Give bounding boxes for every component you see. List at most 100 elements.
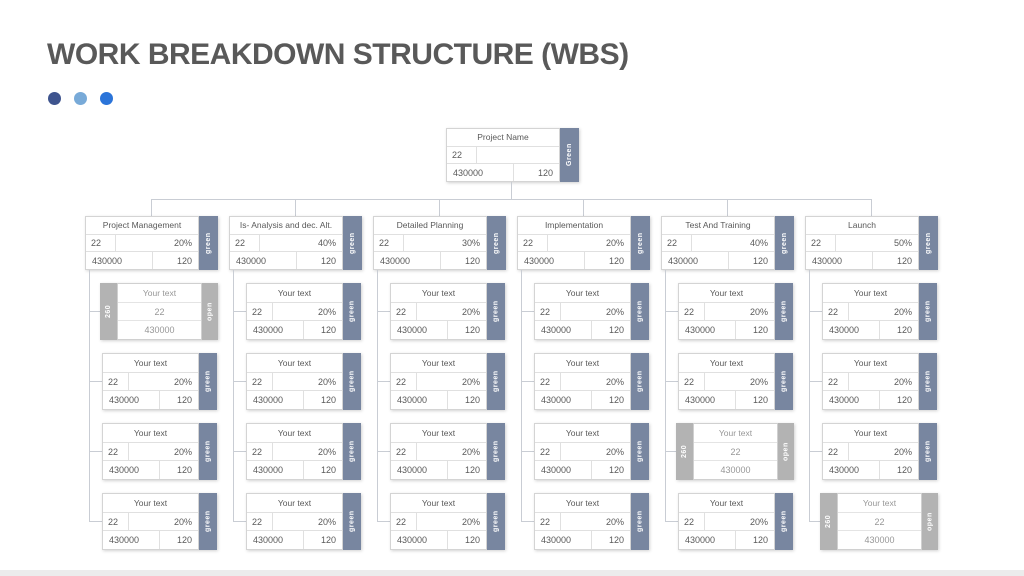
status-tag: green: [343, 283, 361, 340]
node-percent-cell: 40%: [749, 238, 768, 248]
node-id-cell: 22: [823, 442, 849, 461]
node-cost-cell: 430000: [806, 252, 874, 270]
connector-line: [521, 521, 534, 522]
node-days-cell: 120: [176, 465, 192, 476]
connector-line: [233, 521, 246, 522]
node-days-cell: 120: [752, 535, 768, 546]
connector-line: [233, 381, 246, 382]
node-days-cell: 120: [896, 465, 912, 476]
node-days-cell: 120: [608, 465, 624, 476]
node-percent-cell: 20%: [605, 516, 624, 527]
status-tag: green: [487, 216, 506, 270]
node-percent-cell: 20%: [893, 446, 912, 457]
node-title: Your text: [391, 424, 486, 443]
node-cost-cell: 430000: [720, 465, 751, 476]
right-tag: open: [922, 493, 938, 550]
node-cost-cell: 430000: [662, 252, 730, 270]
node-days-cell: 120: [464, 535, 480, 546]
node-cost-cell: 430000: [679, 321, 736, 340]
node-id-cell: 22: [535, 442, 561, 461]
node-days-cell: 120: [896, 325, 912, 336]
node-cost-cell: 430000: [374, 252, 442, 270]
node-id-cell: 22: [118, 303, 201, 322]
connector-line: [809, 311, 822, 312]
node-id-cell: 22: [447, 146, 478, 164]
node-title: Your text: [535, 494, 630, 513]
connector-line: [727, 199, 728, 216]
right-tag: open: [778, 423, 794, 480]
connector-line: [665, 381, 678, 382]
connector-line: [665, 311, 678, 312]
status-tag: green: [487, 353, 505, 410]
node-title: Is- Analysis and dec. Alt.: [230, 217, 342, 235]
node-id-cell: 22: [374, 234, 405, 252]
node-percent-cell: 20%: [605, 306, 624, 317]
node-days-cell: 120: [608, 395, 624, 406]
node-days-cell: 120: [752, 325, 768, 336]
node-days-cell: 120: [896, 395, 912, 406]
node-days-cell: 120: [176, 395, 192, 406]
node-days-cell: 120: [320, 465, 336, 476]
node-id-cell: 22: [823, 302, 849, 321]
connector-line: [233, 311, 246, 312]
node-row: 22: [447, 146, 559, 165]
accent-dot: [100, 92, 113, 105]
slide-title[interactable]: WORK BREAKDOWN STRUCTURE (WBS): [47, 38, 629, 71]
left-tag: 260: [676, 423, 693, 480]
node-title: Your text: [391, 494, 486, 513]
status-tag: green: [631, 216, 650, 270]
node-row: 430000 120: [679, 321, 774, 340]
